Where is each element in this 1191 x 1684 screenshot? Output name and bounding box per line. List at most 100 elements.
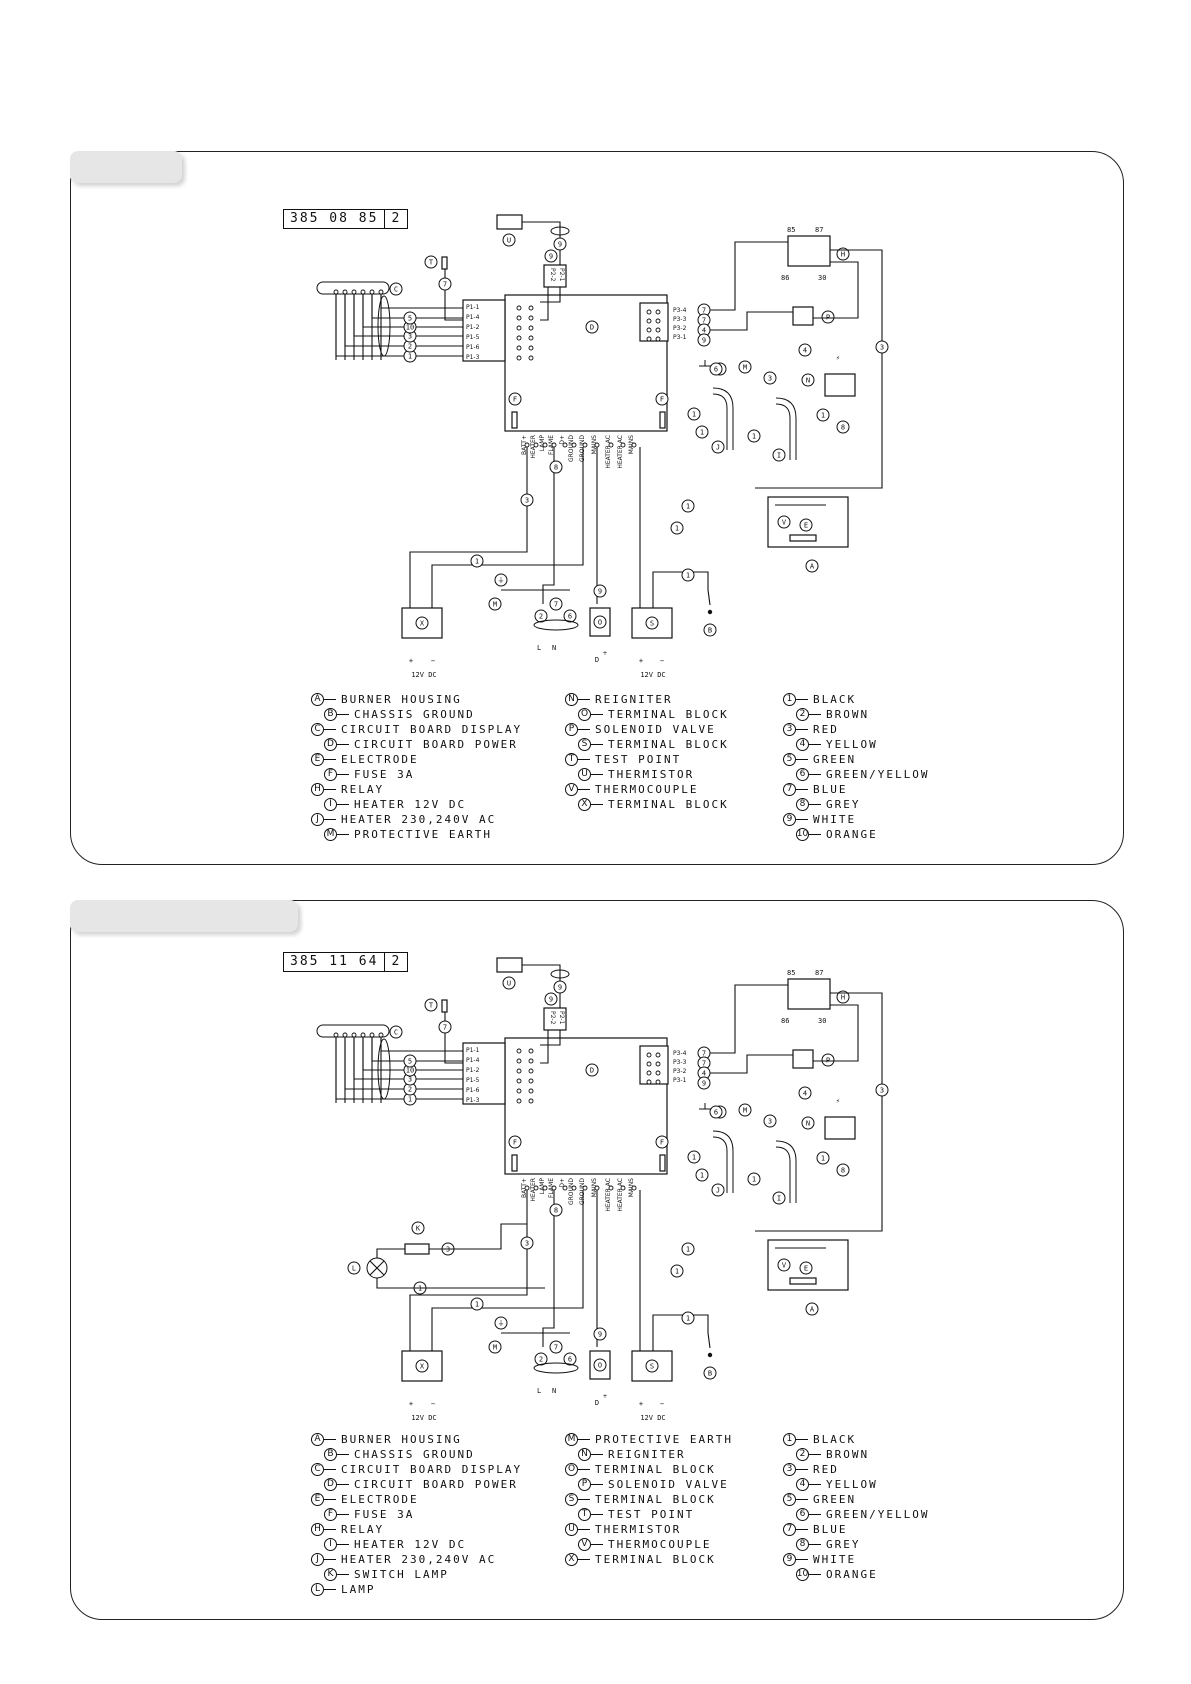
reigniter-tag — [801, 373, 815, 387]
leader-line — [809, 774, 821, 775]
P1-pin — [516, 1078, 522, 1084]
legend-key: 7 — [783, 1523, 796, 1536]
wire-tag — [549, 1340, 563, 1354]
wire-tag-text: 1 — [686, 1315, 690, 1323]
burner-housing-tag-text: A — [810, 563, 815, 571]
leader-line — [796, 729, 808, 730]
terminal-block-X — [401, 1350, 443, 1382]
legend-text: BLUE — [813, 1523, 848, 1536]
legend-key: B — [324, 708, 337, 721]
board-terminal — [571, 442, 577, 448]
connector-P1 — [462, 1042, 506, 1105]
earth-tag — [738, 360, 752, 374]
burner-housing-tag — [805, 559, 819, 573]
leader-line — [578, 1499, 590, 1500]
wire — [335, 294, 463, 357]
relay-pin-label: 85 — [787, 226, 795, 234]
P3-pin — [646, 1052, 652, 1058]
legend-text: CIRCUIT BOARD POWER — [354, 1478, 518, 1491]
board-terminal-label: LAMP — [539, 435, 546, 452]
board-terminal — [608, 442, 614, 448]
thermocouple-tag-text: V — [782, 519, 787, 527]
wire — [813, 1004, 859, 1062]
legend-key: A — [311, 693, 324, 706]
display-pin — [369, 1032, 375, 1038]
leader-line — [578, 1469, 590, 1470]
P1-pin — [528, 1078, 534, 1084]
wire-tag-text: 8 — [554, 464, 558, 472]
display-pin — [333, 1032, 339, 1038]
wire-tag-text: 3 — [525, 1240, 529, 1248]
legend-text: HEATER 230,240V AC — [341, 1553, 497, 1566]
pin-label-P1: P1-6 — [466, 1087, 480, 1094]
spark-icon: ⚡ — [836, 354, 840, 362]
legend-key: P — [578, 1478, 591, 1491]
pin-label-P3: P3-2 — [673, 1068, 687, 1075]
legend-text: HEATER 12V DC — [354, 798, 467, 811]
board-terminal-label: HEATER AC — [605, 1178, 612, 1212]
minus-label: − — [431, 1400, 435, 1408]
P1-pin — [528, 325, 534, 331]
wire-tag — [747, 1172, 761, 1186]
wire-tag-text: 1 — [692, 1154, 696, 1162]
board-tag-D — [585, 1063, 599, 1077]
legend-key: O — [565, 1463, 578, 1476]
board-terminal — [533, 1185, 539, 1191]
legend-key: 1 — [783, 693, 796, 706]
board-terminal — [620, 442, 626, 448]
legend-text: WHITE — [813, 1553, 857, 1566]
heater-ac — [712, 387, 734, 450]
connector-P1 — [462, 299, 506, 362]
legend-text: CHASSIS GROUND — [354, 1448, 475, 1461]
wire-tag-text: 3 — [408, 1076, 412, 1084]
wire — [542, 1190, 555, 1347]
wire-tag — [875, 1083, 889, 1097]
reigniter-tag-text: N — [806, 1120, 810, 1128]
legend-key: C — [311, 723, 324, 736]
board-terminal — [524, 1185, 530, 1191]
legend-key: 2 — [796, 1448, 809, 1461]
wire-tag-text: 4 — [803, 1090, 807, 1098]
legend-text: ELECTRODE — [341, 1493, 419, 1506]
board-terminal-label: HEATER AC — [617, 435, 624, 469]
P1-pin — [528, 345, 534, 351]
wire-tag — [681, 499, 695, 513]
board-terminal-label: HEATER — [530, 435, 537, 459]
wire-tag — [553, 980, 567, 994]
wire-tag-text: 8 — [554, 1207, 558, 1215]
wire-tag-text: 9 — [549, 253, 553, 261]
heater-dc-tag — [772, 448, 786, 462]
terminal-block-X-tag-text: X — [420, 620, 425, 628]
legend-key: C — [311, 1463, 324, 1476]
leader-line — [337, 1574, 349, 1575]
earth-tag — [494, 1316, 508, 1330]
P3-pin — [655, 318, 661, 324]
pin-label-P1: P1-4 — [466, 314, 480, 321]
wire-tag-text: 1 — [700, 1172, 704, 1180]
fuse-tag-text: F — [660, 1139, 664, 1147]
wire — [542, 447, 555, 604]
wire-tag — [403, 311, 417, 325]
leader-line — [796, 1559, 808, 1560]
legend-key: 8 — [796, 1538, 809, 1551]
legend-text: ORANGE — [826, 828, 878, 841]
board-terminal-label: D+ — [559, 1178, 566, 1188]
leader-line — [809, 714, 821, 715]
legend-text: FUSE 3A — [354, 1508, 415, 1521]
legend-key: 9 — [783, 1553, 796, 1566]
switch-lamp-tag-text: K — [416, 1225, 421, 1233]
P1-pin — [516, 335, 522, 341]
